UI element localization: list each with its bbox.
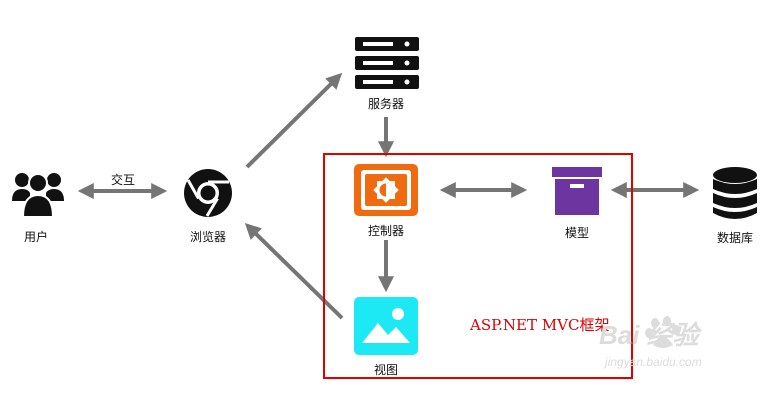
- user-node: [12, 169, 64, 218]
- browser-node: [183, 168, 233, 218]
- browser-icon: [184, 169, 232, 217]
- edge-label-interaction: 交互: [110, 173, 136, 187]
- watermark-brand: Bai 经验: [599, 320, 699, 350]
- server-node: [355, 37, 419, 89]
- framework-label: ASP.NET MVC框架: [470, 316, 610, 334]
- database-node: [713, 167, 757, 221]
- view-node: [354, 297, 418, 355]
- server-label: 服务器: [367, 97, 405, 111]
- users-icon: [12, 173, 64, 218]
- paw-logo-icon: [645, 316, 680, 348]
- database-label: 数据库: [716, 231, 754, 245]
- framework-frame: [323, 153, 633, 379]
- image-icon: [354, 297, 418, 355]
- user-label: 用户: [23, 230, 49, 244]
- server-icon: [355, 37, 419, 89]
- arrow-browser-server: [245, 72, 343, 169]
- controller-icon: [354, 164, 418, 216]
- database-icon: [713, 167, 757, 219]
- view-label: 视图: [373, 363, 399, 377]
- arrow-view-browser: [244, 222, 344, 320]
- model-node: [552, 167, 602, 215]
- watermark-url: jingyan.baidu.com: [605, 355, 702, 369]
- controller-node: [354, 164, 418, 216]
- model-label: 模型: [564, 226, 590, 240]
- archive-box-icon: [552, 167, 602, 215]
- controller-label: 控制器: [367, 224, 405, 238]
- browser-label: 浏览器: [189, 230, 227, 244]
- baidu-watermark: Bai 经验 jingyan.baidu.com: [599, 315, 739, 385]
